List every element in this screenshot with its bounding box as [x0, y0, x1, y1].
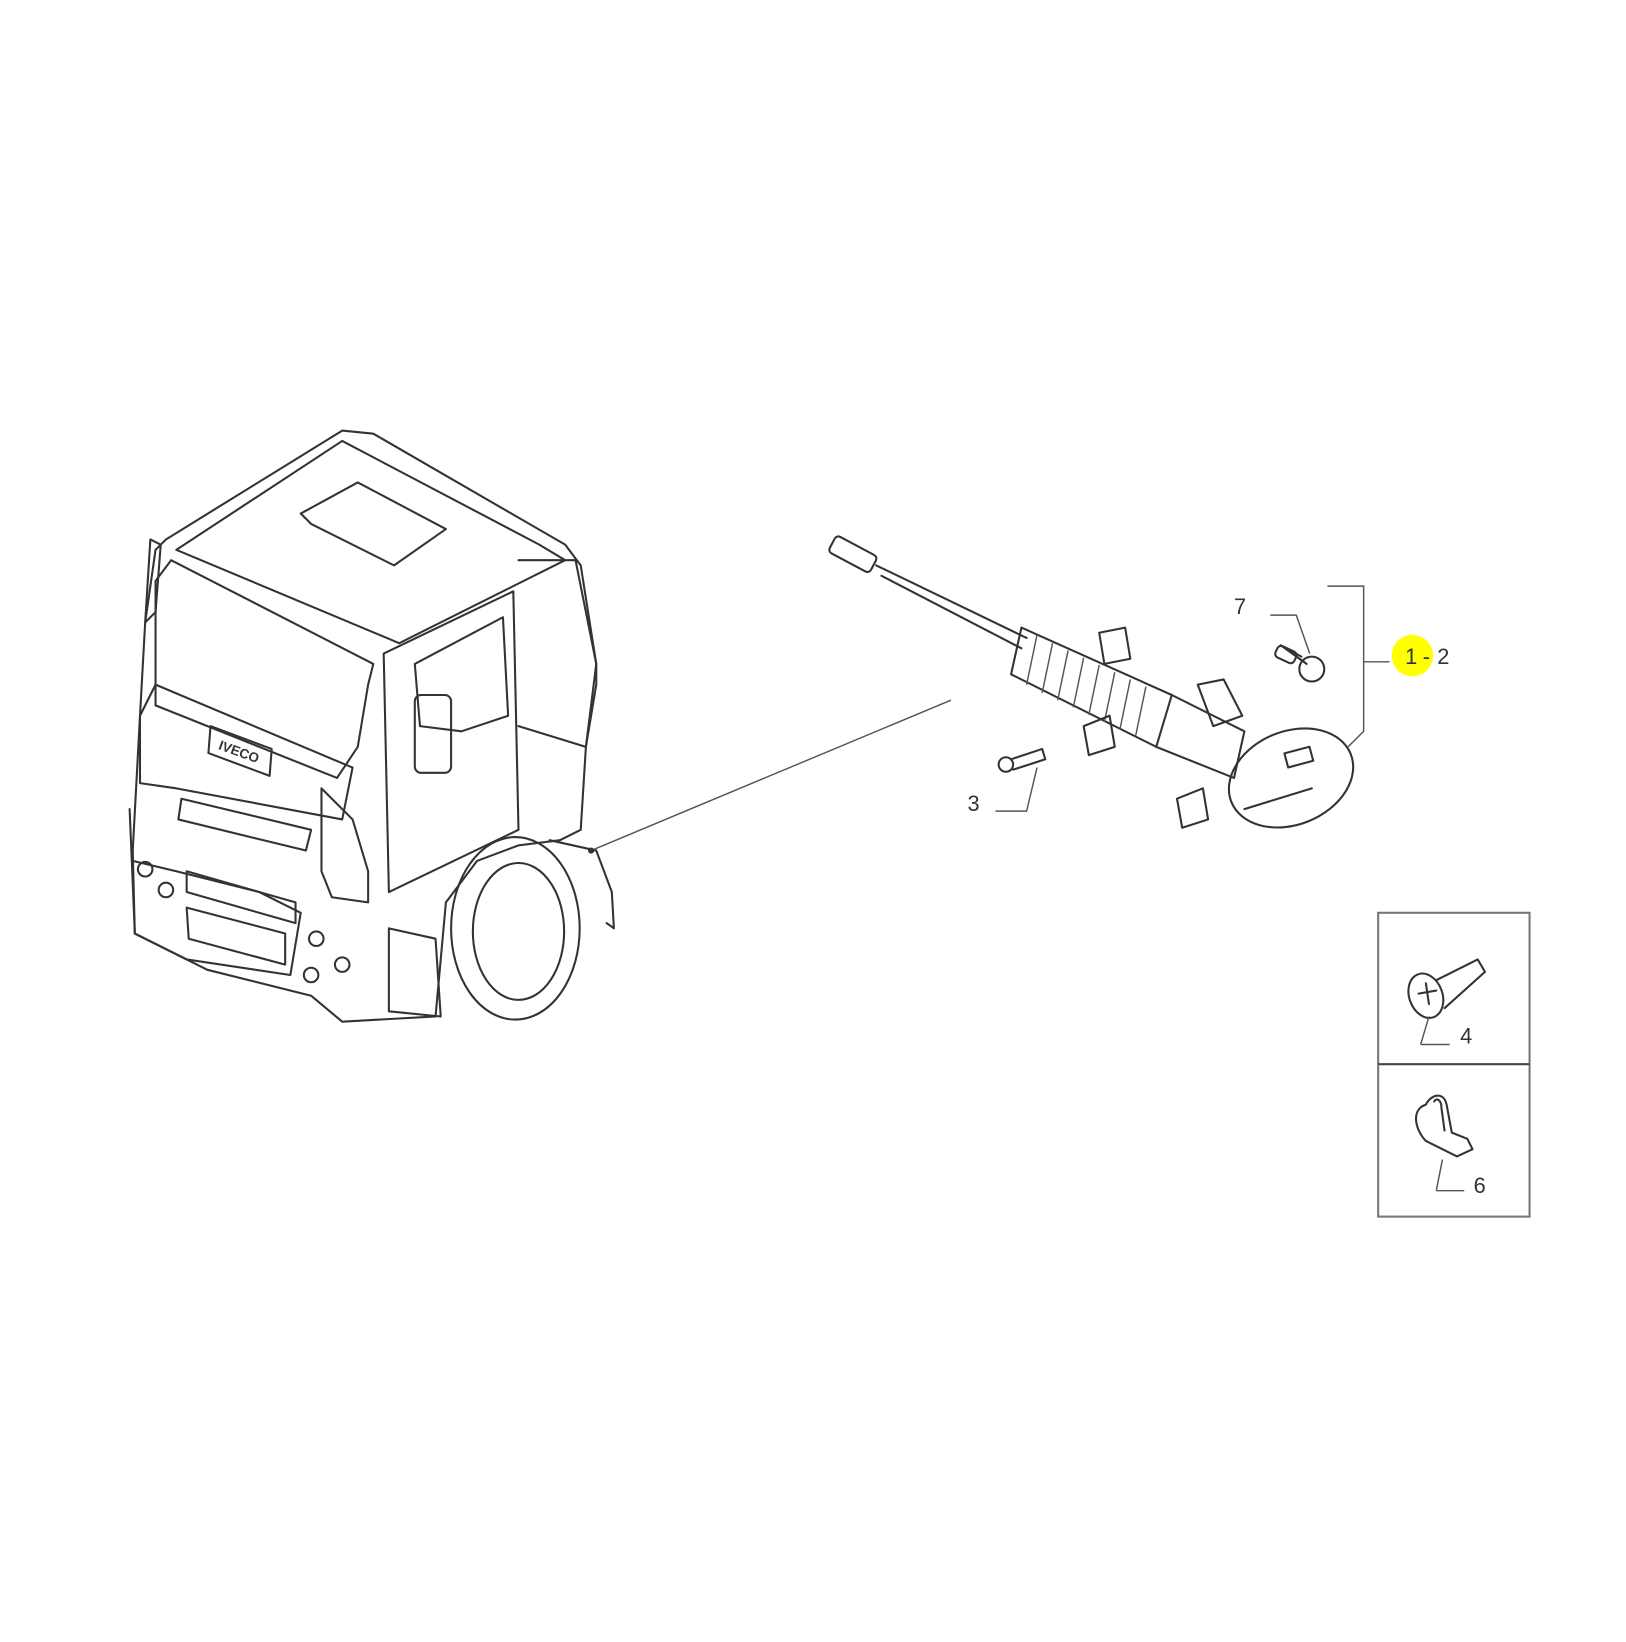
screw-illustration: [997, 747, 1047, 773]
truck-cab-illustration: [128, 429, 615, 1023]
callout-6[interactable]: 6: [1474, 1173, 1486, 1198]
screw-4-illustration: [1407, 958, 1487, 1019]
callout-leader-3: [995, 767, 1038, 812]
location-point: [587, 847, 595, 854]
callout-1[interactable]: 1: [1405, 644, 1417, 669]
callout-leader-7: [1270, 614, 1311, 654]
highlight-marker: [1391, 634, 1434, 677]
callout-2[interactable]: 2: [1437, 644, 1449, 669]
inset-box: 4 6: [1377, 911, 1531, 1218]
callout-7[interactable]: 7: [1234, 594, 1246, 619]
clip-6-illustration: [1415, 1094, 1474, 1158]
callout-separator: -: [1423, 644, 1430, 669]
callout-3[interactable]: 3: [968, 791, 980, 816]
sensor-assembly-illustration: [828, 535, 1355, 829]
callout-bracket: [1327, 585, 1365, 748]
location-leader-line: [590, 699, 952, 852]
callout-4[interactable]: 4: [1460, 1023, 1472, 1048]
